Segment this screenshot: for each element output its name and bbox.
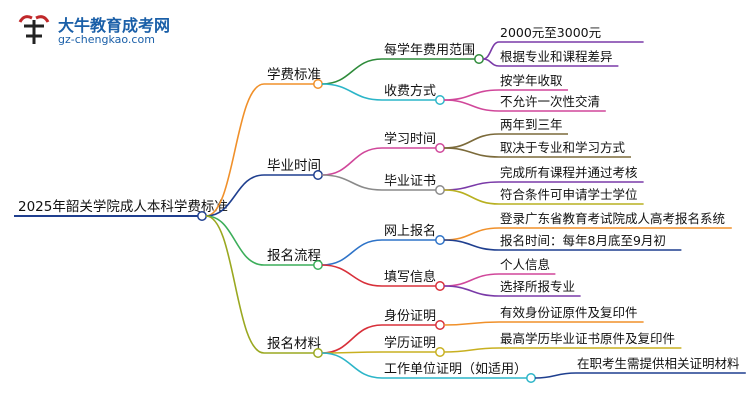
leaf-connector [443, 227, 500, 241]
branch-node [313, 170, 323, 180]
logo-site-name: 大牛教育成考网 [58, 16, 171, 35]
root-node [197, 211, 207, 221]
branch-label: 报名流程 [267, 248, 321, 264]
leaf-connector [443, 189, 500, 205]
child-node [435, 235, 445, 245]
child-label: 毕业证书 [384, 174, 436, 189]
child-node [435, 320, 445, 330]
leaf-label: 根据专业和课程差异 [500, 49, 613, 64]
child-node [435, 95, 445, 105]
site-logo[interactable]: 大牛教育成考网 gz-chengkao.com [14, 10, 174, 54]
child-label: 学历证明 [384, 335, 436, 351]
child-node [435, 143, 445, 153]
leaf-label: 按学年收取 [500, 73, 563, 88]
child-label: 工作单位证明（如适用） [384, 361, 527, 377]
branch-node [313, 79, 323, 89]
leaf-connector [443, 181, 500, 191]
child-label: 身份证明 [384, 308, 436, 324]
leaf-connector [443, 147, 500, 158]
child-connector [321, 324, 383, 354]
child-label: 学习时间 [384, 131, 436, 147]
leaf-connector [534, 372, 577, 379]
child-label: 每学年费用范围 [384, 42, 475, 58]
child-label: 填写信息 [384, 269, 436, 285]
leaf-label: 两年到三年 [500, 117, 563, 132]
logo-site-url: gz-chengkao.com [58, 33, 155, 46]
branch-connector [205, 174, 265, 217]
branch-connector [205, 83, 265, 217]
branch-node [313, 348, 323, 358]
leaf-connector [482, 41, 500, 60]
child-node [435, 347, 445, 357]
leaf-label: 选择所报专业 [500, 279, 575, 294]
child-connector [321, 239, 383, 266]
branch-label: 报名材料 [267, 336, 321, 352]
child-node [526, 373, 536, 383]
leaf-label: 在职考生需提供相关证明材料 [577, 356, 740, 371]
leaf-connector [443, 133, 500, 149]
branch-connector [205, 215, 265, 266]
leaf-label: 不允许一次性交清 [500, 94, 600, 109]
leaf-label: 完成所有课程并通过考核 [500, 165, 638, 180]
child-connector [321, 147, 383, 176]
branch-connector [205, 215, 265, 354]
leaf-label: 报名时间：每年8月底至9月初 [500, 233, 666, 248]
root-topic-label: 2025年韶关学院成人本科学费标准 [18, 199, 228, 215]
leaf-label: 登录广东省教育考试院成人高考报名系统 [500, 211, 725, 226]
child-node [435, 281, 445, 291]
child-node [435, 185, 445, 195]
leaf-connector [443, 285, 500, 297]
child-connector [321, 174, 383, 191]
leaf-connector [443, 273, 500, 287]
branch-label: 学费标准 [267, 67, 321, 83]
child-label: 收费方式 [384, 83, 436, 99]
leaf-connector [482, 58, 500, 67]
child-connector [321, 83, 383, 101]
leaf-label: 取决于专业和学习方式 [500, 140, 626, 155]
leaf-connector [443, 239, 500, 251]
child-connector [321, 264, 383, 287]
leaf-connector [443, 99, 500, 112]
child-label: 网上报名 [384, 223, 436, 239]
leaf-label: 有效身份证原件及复印件 [500, 305, 638, 320]
leaf-connector [443, 89, 500, 101]
leaf-connector [443, 321, 500, 326]
leaf-label: 符合条件可申请学士学位 [500, 187, 638, 202]
branch-node [313, 260, 323, 270]
leaf-label: 2000元至3000元 [500, 25, 601, 40]
leaf-label: 个人信息 [500, 257, 550, 272]
bull-logo-icon [18, 15, 50, 44]
leaf-label: 最高学历毕业证书原件及复印件 [500, 331, 675, 346]
child-connector [321, 352, 383, 379]
branch-label: 毕业时间 [267, 158, 321, 174]
child-connector [321, 58, 383, 85]
leaf-connector [443, 347, 500, 353]
child-node [474, 54, 484, 64]
